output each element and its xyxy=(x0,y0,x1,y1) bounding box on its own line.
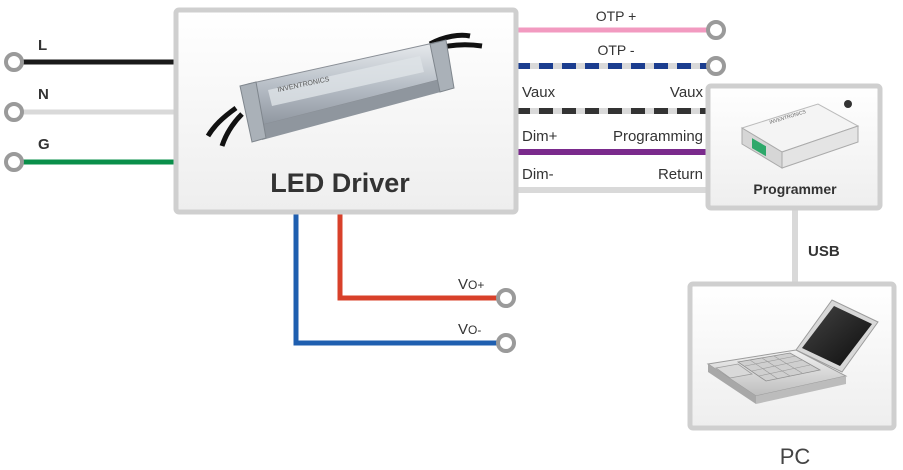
output-wires: VO+ VO- xyxy=(293,212,516,353)
label-otp-plus: OTP + xyxy=(596,8,637,24)
label-return: Return xyxy=(658,166,703,183)
label-vo-minus: VO- xyxy=(458,321,481,338)
programmer-title: Programmer xyxy=(753,181,837,197)
label-programming: Programming xyxy=(613,128,703,145)
terminal-vo-minus-icon xyxy=(496,333,516,353)
terminal-l-icon xyxy=(4,52,24,72)
led-driver-image: INVENTRONICS xyxy=(205,32,483,147)
label-l: L xyxy=(38,37,47,54)
label-otp-minus: OTP - xyxy=(597,42,634,58)
programmer: INVENTRONICS Programmer xyxy=(705,83,883,211)
label-vo-plus: VO+ xyxy=(458,276,484,293)
led-driver-title: LED Driver xyxy=(270,168,410,198)
wire-vo-minus xyxy=(293,212,506,346)
label-dim-plus: Dim+ xyxy=(522,128,558,145)
label-dim-minus: Dim- xyxy=(522,166,554,183)
pc: PC xyxy=(687,281,897,469)
terminal-vo-plus-icon xyxy=(496,288,516,308)
programmer-image: INVENTRONICS xyxy=(740,100,860,169)
terminal-g-icon xyxy=(4,152,24,172)
label-g: G xyxy=(38,136,50,153)
terminal-otp-minus-icon xyxy=(706,56,726,76)
label-n: N xyxy=(38,86,49,103)
wire-vo-plus xyxy=(337,212,506,301)
label-vaux-left: Vaux xyxy=(522,84,556,101)
terminal-n-icon xyxy=(4,102,24,122)
terminal-otp-plus-icon xyxy=(706,20,726,40)
label-vaux-right: Vaux xyxy=(670,84,704,101)
pc-label: PC xyxy=(780,444,811,469)
led-driver: INVENTRONICS LED Driver xyxy=(173,7,519,215)
input-wires: L N G xyxy=(4,37,176,172)
laptop-icon xyxy=(706,299,879,404)
label-usb: USB xyxy=(808,243,840,260)
signal-wires: OTP + OTP - Vaux Vaux Dim+ Programming D… xyxy=(516,8,726,193)
